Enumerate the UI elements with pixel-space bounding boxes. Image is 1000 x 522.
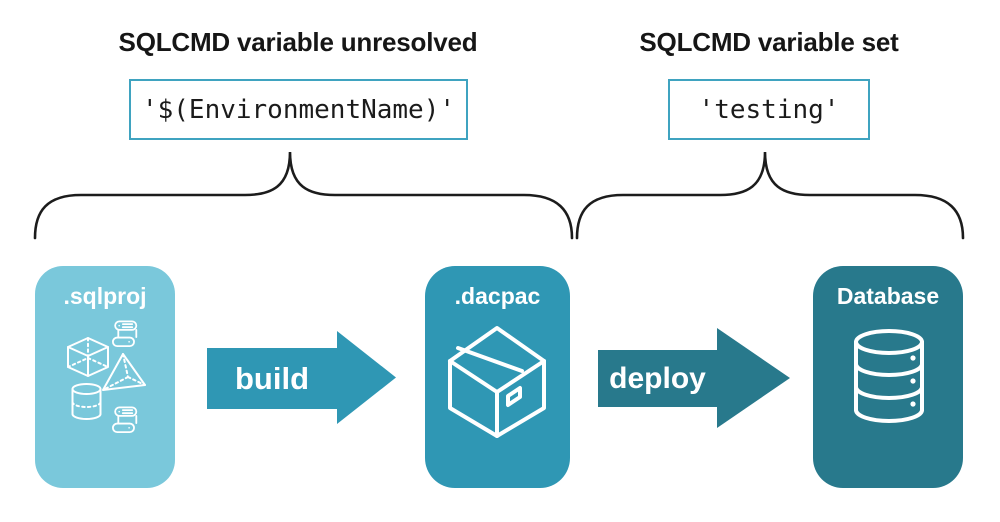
package-box-icon	[448, 326, 546, 438]
scroll-icon	[112, 320, 138, 348]
stage-card-sqlproj: .sqlproj	[35, 266, 175, 488]
left-heading: SQLCMD variable unresolved	[118, 27, 478, 57]
build-arrow-shape	[207, 331, 396, 424]
cylinder-icon	[71, 383, 102, 420]
pyramid-icon	[102, 353, 146, 391]
left-brace	[33, 151, 574, 240]
scroll-icon	[112, 406, 138, 434]
deploy-arrow-shape	[598, 328, 790, 428]
build-arrow: build	[207, 331, 396, 424]
deploy-arrow: deploy	[598, 328, 790, 428]
cube-icon	[67, 337, 109, 377]
database-label: Database	[836, 283, 940, 309]
deploy-arrow-label: deploy	[609, 361, 706, 395]
right-heading: SQLCMD variable set	[639, 27, 899, 57]
database-cylinder-icon	[854, 329, 924, 423]
build-arrow-label: build	[234, 360, 310, 396]
set-variable-text: 'testing'	[698, 94, 840, 125]
set-variable-box: 'testing'	[668, 79, 870, 140]
unresolved-variable-box: '$(EnvironmentName)'	[129, 79, 468, 140]
sqlproj-label: .sqlproj	[63, 283, 147, 309]
stage-card-database: Database	[813, 266, 963, 488]
unresolved-variable-text: '$(EnvironmentName)'	[141, 94, 456, 125]
dacpac-label: .dacpac	[454, 283, 541, 309]
stage-card-dacpac: .dacpac	[425, 266, 570, 488]
right-brace	[575, 151, 965, 240]
